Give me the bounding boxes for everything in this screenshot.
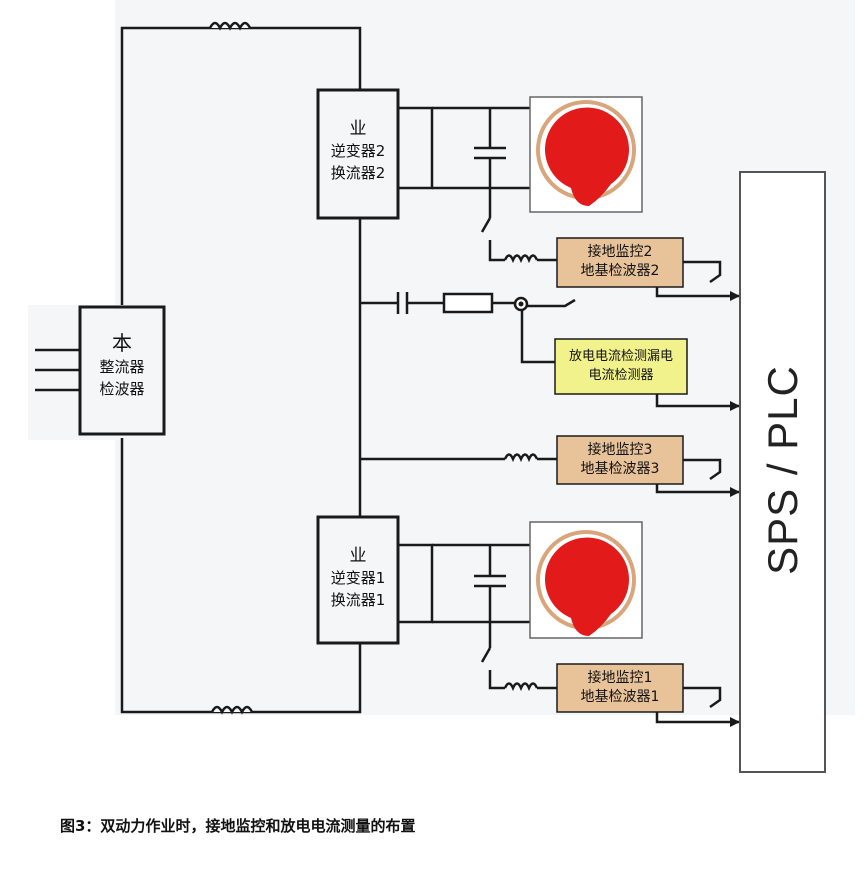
inductor-top xyxy=(208,21,252,31)
plc-input-arrows xyxy=(730,291,740,727)
leak-detector-box xyxy=(554,338,688,395)
inverter2-symbol: 业 xyxy=(349,119,367,139)
switch2-blade xyxy=(480,217,492,233)
monitor1-line2: 地基检波器1 xyxy=(580,689,660,705)
leak-output xyxy=(655,394,740,408)
motor1-rotor xyxy=(544,537,629,636)
monitor3-contact xyxy=(683,458,722,481)
monitor3-box xyxy=(556,435,684,485)
monitor3-line1: 接地监控3 xyxy=(587,442,653,458)
leak-resistor xyxy=(442,292,494,314)
monitor3-line2: 地基检波器3 xyxy=(580,461,660,477)
switch1-wire xyxy=(488,670,505,690)
inverter2-output xyxy=(398,106,434,190)
arrow-monitor3 xyxy=(730,487,740,497)
inverter1-label: 业 逆变器1 换流器1 xyxy=(318,545,398,611)
monitor2-line1: 接地监控2 xyxy=(587,244,653,260)
figure-caption: 图3：双动力作业时，接地监控和放电电流测量的布置 xyxy=(60,817,416,835)
monitor3-coil xyxy=(503,453,539,463)
monitor1-coil xyxy=(503,682,539,692)
leak-sensor-wire xyxy=(520,306,555,364)
monitor1-contact xyxy=(683,686,722,709)
leak-detector-label: 放电电流检测漏电 电流检测器 xyxy=(555,347,687,385)
monitor2-output xyxy=(655,287,740,298)
monitor1-box xyxy=(556,663,684,713)
rectifier-symbol: 本 xyxy=(112,331,132,355)
monitor1-line1: 接地监控1 xyxy=(587,670,653,686)
monitor3-label: 接地监控3 地基检波器3 xyxy=(557,441,683,479)
monitor2-box xyxy=(556,237,684,288)
inverter1-line2: 换流器1 xyxy=(330,591,386,609)
leak-detector-line1: 放电电流检测漏电 xyxy=(568,349,673,364)
inductor-bottom xyxy=(210,705,254,715)
inverter2-box xyxy=(316,88,400,220)
monitor2-contact xyxy=(683,260,722,284)
monitor1-output xyxy=(655,712,740,724)
arrow-leakage xyxy=(730,401,740,411)
monitor2-line2: 地基检波器2 xyxy=(580,263,660,279)
plc-panel xyxy=(739,171,826,773)
inverter1-box xyxy=(316,515,400,645)
inverter2-line1: 逆变器2 xyxy=(330,142,386,160)
rectifier-label: 本 整流器 检波器 xyxy=(80,330,164,400)
inverter2-line2: 换流器2 xyxy=(330,164,386,182)
inverter1-line1: 逆变器1 xyxy=(330,569,386,587)
motor2-rotor xyxy=(544,107,629,206)
inverter2-label: 业 逆变器2 换流器2 xyxy=(318,118,398,184)
rectifier-line1: 整流器 xyxy=(99,358,145,376)
monitor2-coil xyxy=(503,254,539,264)
diagram-background xyxy=(115,0,855,715)
arrow-monitor2 xyxy=(730,291,740,301)
plc-label: SPS / PLC xyxy=(759,365,806,575)
switch2-wire xyxy=(488,240,505,262)
monitor1-label: 接地监控1 地基检波器1 xyxy=(557,669,683,707)
monitor2-label: 接地监控2 地基检波器2 xyxy=(557,243,683,281)
arrow-monitor1 xyxy=(730,717,740,727)
rectifier-box xyxy=(78,305,166,436)
inverter1-output xyxy=(398,543,434,624)
switch1-blade xyxy=(480,647,492,663)
monitor3-output xyxy=(655,484,740,494)
leak-sensor-dot xyxy=(518,301,524,307)
leak-switch xyxy=(526,298,576,308)
inverter1-symbol: 业 xyxy=(349,546,367,566)
rectifier-line2: 检波器 xyxy=(99,380,145,398)
leak-detector-line2: 电流检测器 xyxy=(588,368,654,383)
